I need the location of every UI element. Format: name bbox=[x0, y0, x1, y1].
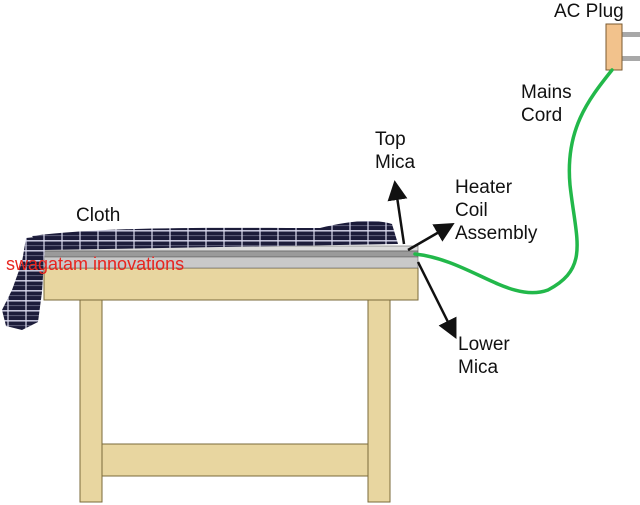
cloth-main bbox=[32, 221, 398, 250]
plug-pin-bottom bbox=[621, 56, 640, 61]
leader-arrows bbox=[387, 180, 457, 339]
label-ac-plug: AC Plug bbox=[554, 1, 624, 22]
watermark-text: swagatam innovations bbox=[6, 254, 185, 274]
label-heater-coil-assembly: Heater Coil Assembly bbox=[455, 177, 538, 244]
table-stretcher bbox=[101, 443, 369, 477]
heater-coil-arrow bbox=[407, 222, 455, 252]
top-mica-arrow bbox=[387, 180, 408, 245]
label-mains-cord: Mains Cord bbox=[521, 82, 572, 126]
cloth bbox=[2, 221, 398, 330]
label-lower-mica: Lower Mica bbox=[458, 334, 510, 378]
table-top bbox=[43, 267, 419, 301]
table bbox=[43, 267, 419, 503]
table-right-leg bbox=[367, 299, 391, 503]
plug-body bbox=[605, 23, 623, 71]
mains-cord bbox=[413, 68, 614, 295]
ac-plug bbox=[605, 23, 640, 71]
label-cloth: Cloth bbox=[76, 205, 121, 226]
cloth-hanging-edge bbox=[2, 236, 46, 330]
label-top-mica: Top Mica bbox=[375, 129, 416, 173]
lower-mica-arrow bbox=[416, 261, 457, 339]
plug-pin-top bbox=[621, 32, 640, 37]
table-left-leg bbox=[79, 299, 103, 503]
